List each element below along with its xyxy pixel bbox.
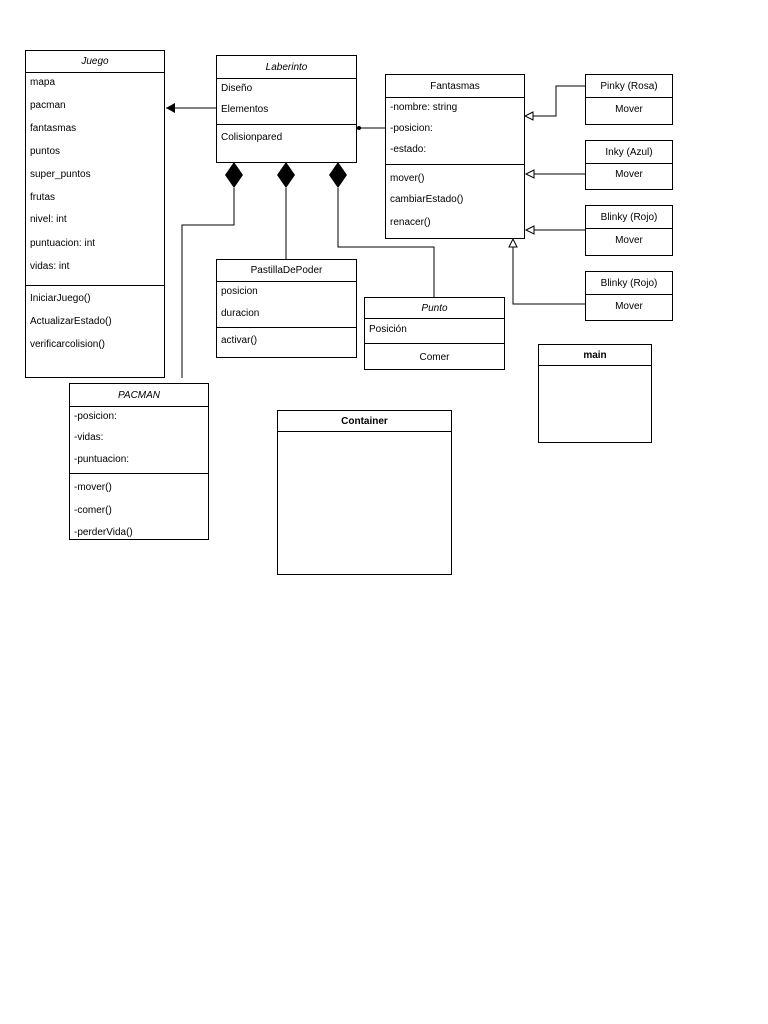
class-pinky-name: Pinky (Rosa) — [586, 75, 672, 98]
method: Mover — [615, 169, 643, 180]
attribute: Posición — [369, 324, 407, 335]
attribute: vidas: int — [30, 261, 70, 272]
inheritance-arrow-blinky1 — [524, 225, 535, 235]
method: activar() — [221, 335, 258, 346]
class-pastilla-de-poder[interactable]: PastillaDePoder posicion duracion activa… — [216, 259, 357, 358]
class-pastilla-attributes: posicion duracion — [217, 282, 356, 328]
method: Mover — [615, 235, 643, 246]
attribute: Diseño — [221, 83, 253, 94]
class-blinky-1-methods: Mover — [586, 229, 672, 256]
class-fantasmas-attributes: -nombre: string -posicion: -estado: — [386, 98, 524, 165]
class-container-name: Container — [278, 411, 451, 432]
attribute: -posicion: — [390, 123, 433, 134]
attribute: super_puntos — [30, 169, 91, 180]
class-main[interactable]: main — [538, 344, 652, 443]
method: IniciarJuego() — [30, 293, 91, 304]
class-laberinto[interactable]: Laberinto Diseño Elementos Colisionpared — [216, 55, 357, 163]
class-punto[interactable]: Punto Posición Comer — [364, 297, 505, 370]
method: -perderVida() — [74, 527, 133, 538]
class-juego-attributes: mapa pacman fantasmas puntos super_punto… — [26, 73, 164, 286]
attribute: duracion — [221, 308, 260, 319]
class-pacman-methods: -mover() -comer() -perderVida() — [70, 474, 208, 541]
composition-diamond-pastilla — [277, 162, 295, 188]
attribute: nivel: int — [30, 214, 67, 225]
method: ActualizarEstado() — [30, 316, 112, 327]
class-pacman-attributes: -posicion: -vidas: -puntuacion: — [70, 407, 208, 474]
method: renacer() — [390, 217, 431, 228]
class-blinky-1-name: Blinky (Rojo) — [586, 206, 672, 229]
class-juego[interactable]: Juego mapa pacman fantasmas puntos super… — [25, 50, 165, 378]
composition-line-pacman — [181, 188, 235, 378]
attribute: mapa — [30, 77, 56, 88]
attribute: pacman — [30, 100, 66, 111]
class-inky-methods: Mover — [586, 164, 672, 190]
link-dot — [357, 126, 361, 130]
attribute: -puntuacion: — [74, 454, 130, 465]
method: Comer — [419, 352, 450, 363]
class-blinky-1[interactable]: Blinky (Rojo) Mover — [585, 205, 673, 256]
class-pastilla-name: PastillaDePoder — [217, 260, 356, 282]
attribute: Elementos — [221, 104, 269, 115]
class-blinky-2[interactable]: Blinky (Rojo) Mover — [585, 271, 673, 321]
class-pastilla-methods: activar() — [217, 328, 356, 358]
class-pinky-methods: Mover — [586, 98, 672, 125]
class-juego-methods: IniciarJuego() ActualizarEstado() verifi… — [26, 286, 164, 376]
class-punto-name: Punto — [365, 298, 504, 319]
attribute: fantasmas — [30, 123, 77, 134]
class-container[interactable]: Container — [277, 410, 452, 575]
attribute: -vidas: — [74, 432, 104, 443]
method: Mover — [615, 301, 643, 312]
attribute: -nombre: string — [390, 102, 458, 113]
attribute: posicion — [221, 286, 258, 297]
class-fantasmas-name: Fantasmas — [386, 75, 524, 98]
inheritance-arrow-inky — [524, 169, 535, 179]
attribute: -posicion: — [74, 411, 117, 422]
method: verificarcolision() — [30, 339, 106, 350]
method: Mover — [615, 104, 643, 115]
attribute: -estado: — [390, 144, 427, 155]
class-punto-methods: Comer — [365, 344, 504, 371]
composition-diamond-pacman — [225, 162, 243, 188]
class-juego-name: Juego — [26, 51, 164, 73]
method: -mover() — [74, 482, 112, 493]
inheritance-arrow-pinky — [523, 111, 534, 121]
class-punto-attributes: Posición — [365, 319, 504, 344]
class-blinky-2-methods: Mover — [586, 295, 672, 321]
class-main-name: main — [539, 345, 651, 366]
method: Colisionpared — [221, 132, 283, 143]
class-fantasmas-methods: mover() cambiarEstado() renacer() — [386, 165, 524, 240]
inheritance-blinky2 — [512, 247, 585, 305]
attribute: puntuacion: int — [30, 238, 96, 249]
attribute: frutas — [30, 192, 56, 203]
class-laberinto-attributes: Diseño Elementos — [217, 79, 356, 125]
class-fantasmas[interactable]: Fantasmas -nombre: string -posicion: -es… — [385, 74, 525, 239]
class-laberinto-name: Laberinto — [217, 56, 356, 79]
inheritance-pinky — [526, 85, 585, 117]
association-arrowhead — [166, 103, 175, 113]
class-pacman-name: PACMAN — [70, 384, 208, 407]
composition-line-punto — [337, 188, 435, 297]
method: cambiarEstado() — [390, 194, 464, 205]
method: mover() — [390, 173, 425, 184]
class-blinky-2-name: Blinky (Rojo) — [586, 272, 672, 295]
class-pinky[interactable]: Pinky (Rosa) Mover — [585, 74, 673, 125]
attribute: puntos — [30, 146, 61, 157]
class-laberinto-methods: Colisionpared — [217, 125, 356, 163]
class-inky-name: Inky (Azul) — [586, 141, 672, 164]
inheritance-arrow-blinky2 — [508, 237, 518, 248]
composition-diamond-punto — [329, 162, 347, 188]
class-pacman[interactable]: PACMAN -posicion: -vidas: -puntuacion: -… — [69, 383, 209, 540]
class-inky[interactable]: Inky (Azul) Mover — [585, 140, 673, 190]
method: -comer() — [74, 505, 112, 516]
